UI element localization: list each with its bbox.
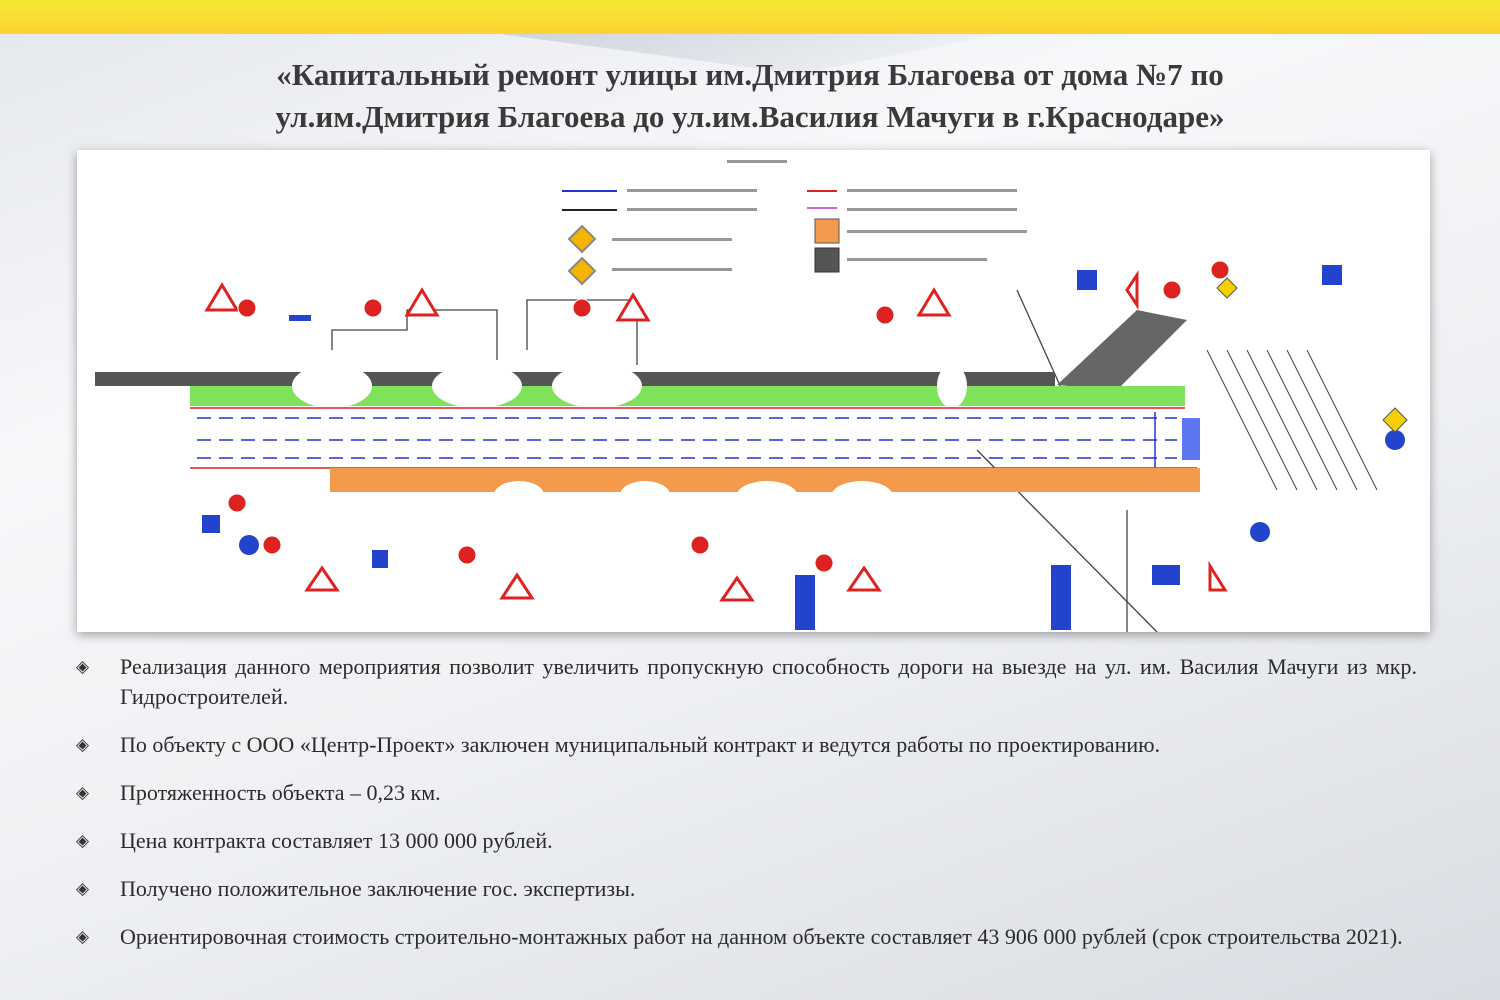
diamond-bullet-icon: ◈ [76,783,90,802]
diamond-bullet-icon: ◈ [76,735,90,754]
diamond-bullet-icon: ◈ [76,657,90,676]
bullet-item: ◈ По объекту с ООО «Центр-Проект» заключе… [72,730,1417,760]
diamond-bullet-icon: ◈ [76,927,90,946]
title-line-2: ул.им.Дмитрия Благоева до ул.им.Василия … [275,99,1225,134]
bullet-text: По объекту с ООО «Центр-Проект» заключен… [120,732,1161,757]
bullet-text: Ориентировочная стоимость строительно-мо… [120,924,1403,949]
diamond-bullet-icon: ◈ [76,831,90,850]
legend [562,160,1027,286]
slide-title: «Капитальный ремонт улицы им.Дмитрия Бла… [0,54,1500,138]
bullet-item: ◈ Реализация данного мероприятия позволит… [72,652,1417,712]
bullet-item: ◈ Протяженность объекта – 0,23 км. [72,778,1417,808]
road-plan-drawing [77,150,1430,633]
road-plan-svg [95,160,1408,633]
bullet-text: Протяженность объекта – 0,23 км. [120,780,441,805]
bullet-text: Получено положительное заключение гос. э… [120,876,636,901]
road-signs [202,260,1408,630]
bullet-text: Цена контракта составляет 13 000 000 руб… [120,828,553,853]
bullet-item: ◈ Получено положительное заключение гос. … [72,874,1417,904]
buildings [331,289,1158,633]
diamond-bullet-icon: ◈ [76,879,90,898]
bullet-list: ◈ Реализация данного мероприятия позволит… [72,652,1417,970]
top-accent-bar [0,0,1500,34]
bullet-item: ◈ Ориентировочная стоимость строительно-м… [72,922,1417,952]
road-markings [197,412,1177,470]
bullet-item: ◈ Цена контракта составляет 13 000 000 ру… [72,826,1417,856]
title-line-1: «Капитальный ремонт улицы им.Дмитрия Бла… [276,57,1224,92]
bullet-text: Реализация данного мероприятия позволит … [120,654,1417,709]
parking-lines [1206,349,1378,491]
